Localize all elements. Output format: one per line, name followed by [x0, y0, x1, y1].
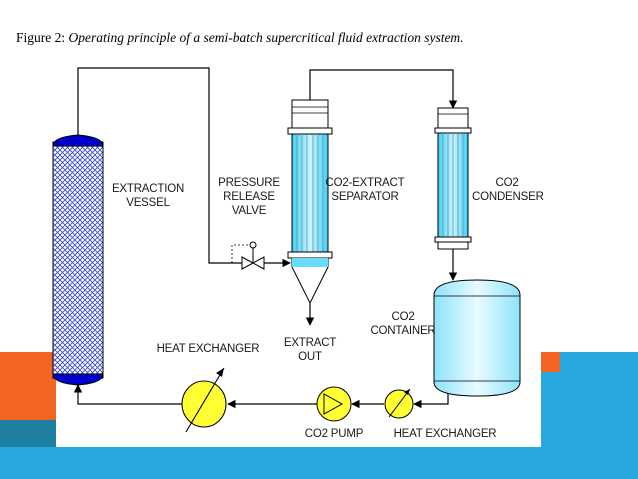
figure-caption: Figure 2: Operating principle of a semi-…: [16, 30, 616, 46]
pressure-release-valve: [231, 241, 265, 270]
orange-small-shape: [541, 352, 560, 372]
pipe-vessel-to-valve: [77, 67, 242, 264]
label-extract-out: EXTRACT OUT: [283, 337, 337, 363]
heat-exchanger-left: [181, 367, 227, 433]
blue-band-shape: [0, 447, 638, 479]
pipe-container-to-exchanger: [413, 393, 449, 409]
caption-prefix: Figure 2:: [16, 30, 66, 45]
label-co2-container: CO2 CONTAINER: [370, 311, 436, 337]
blue-right-shape: [541, 352, 638, 479]
co2-pump: [316, 386, 352, 422]
co2-container: [433, 279, 521, 397]
vessel-top-cap: [52, 134, 104, 147]
label-pressure-release-valve: PRESSURE RELEASE VALVE: [218, 177, 280, 217]
co2-extract-separator: [287, 99, 333, 305]
label-co2-extract-separator: CO2-EXTRACT SEPARATOR: [325, 177, 405, 203]
label-extraction-vessel: EXTRACTION VESSEL: [111, 183, 185, 209]
pipe-exchanger-to-vessel: [73, 384, 182, 405]
co2-condenser: [434, 107, 472, 250]
heat-exchanger-right: [384, 388, 414, 419]
label-heat-exchanger-left: HEAT EXCHANGER: [156, 343, 260, 355]
label-heat-exchanger-right: HEAT EXCHANGER: [393, 428, 497, 440]
extraction-vessel: [52, 134, 104, 386]
label-co2-condenser: CO2 CONDENSER: [472, 177, 544, 203]
caption-title: Operating principle of a semi-batch supe…: [68, 30, 464, 45]
pipe-separator-to-condenser: [309, 69, 458, 109]
vessel-bottom-cap: [52, 373, 104, 386]
label-co2-pump: CO2 PUMP: [304, 428, 364, 440]
